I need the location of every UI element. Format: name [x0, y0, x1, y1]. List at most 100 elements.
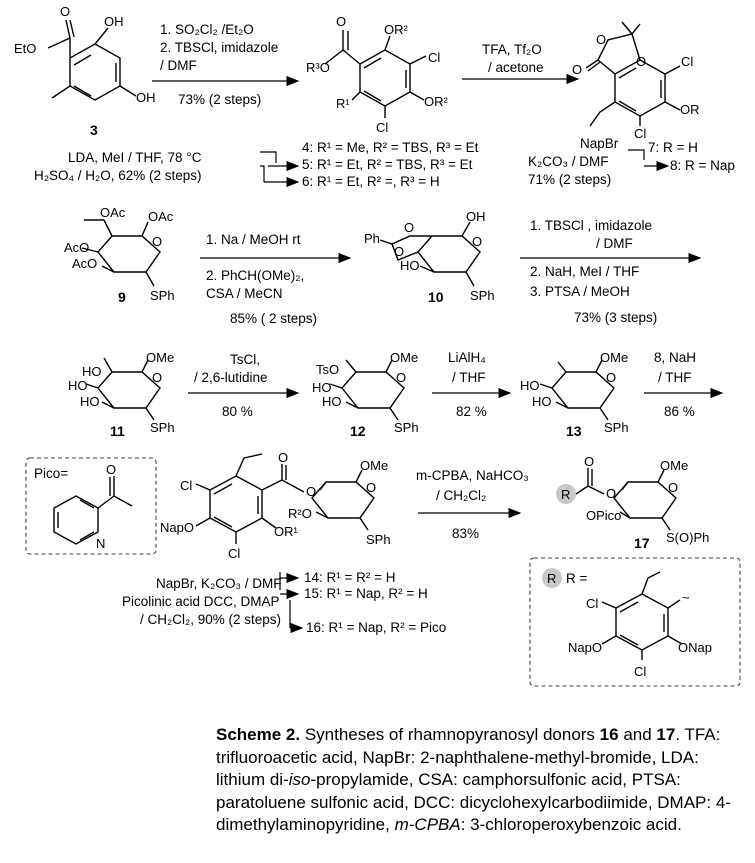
r-definition-box — [529, 557, 741, 687]
atom-oh: OH — [136, 90, 156, 105]
caption-text: . TFA: trifluoroacetic acid, NapBr: 2-na… — [216, 725, 721, 790]
atom-o: O — [606, 486, 616, 501]
caption-title: Scheme 2. — [216, 725, 301, 744]
r-group-badge — [556, 484, 576, 504]
compound-15-definition: 15: R¹ = Nap, R² = H — [304, 586, 428, 601]
atom-r: R — [561, 487, 570, 502]
atom-o: O — [584, 454, 594, 469]
atom-ome: OMe — [390, 350, 418, 365]
step-9-10-reagent: 2. PhCH(OMe)₂, — [206, 268, 304, 283]
atom-r2o: R²O — [288, 506, 312, 521]
atom-o: O — [60, 4, 70, 19]
atom-o: O — [336, 14, 346, 29]
step-9-10-reagent: 1. Na / MeOH rt — [206, 232, 301, 247]
compound-number: 9 — [118, 289, 126, 305]
atom-cl: Cl — [586, 596, 598, 611]
step-13-14-reagent: / THF — [658, 370, 692, 385]
atom-o: O — [404, 220, 414, 235]
compound-number: 17 — [634, 535, 650, 551]
step-10-11-yield: 73% (3 steps) — [574, 310, 657, 325]
atom-r: R — [547, 571, 556, 586]
atom-o: O — [572, 62, 582, 77]
atom-o: O — [606, 370, 616, 385]
atom-o: O — [596, 32, 606, 47]
atom-ho: HO — [520, 378, 540, 393]
atom-o: O — [472, 234, 482, 249]
step-10-11-reagent: 1. TBSCl , imidazole — [530, 218, 652, 233]
atom-eto: EtO — [14, 41, 36, 56]
compound-6-definition: 6: R¹ = Et, R² =, R³ = H — [302, 174, 440, 189]
compound-9-structure — [81, 219, 161, 287]
atom-ho: HO — [532, 394, 552, 409]
step-9-10-yield: 85% ( 2 steps) — [230, 311, 317, 326]
compound-16-definition: 16: R¹ = Nap, R² = Pico — [306, 620, 446, 635]
atom-ho: HO — [322, 394, 342, 409]
compound-5-definition: 5: R¹ = Et, R² = TBS, R³ = Et — [302, 157, 473, 172]
atom-onap: ONap — [678, 640, 712, 655]
step3-yield: 71% (2 steps) — [528, 172, 611, 187]
compound-10-structure — [379, 221, 481, 287]
step-14-16-condition: Picolinic acid DCC, DMAP — [122, 594, 280, 609]
compound-number: 3 — [90, 122, 98, 138]
atom-cl: Cl — [634, 664, 646, 679]
atom-oac: OAc — [148, 209, 174, 224]
atom-or: OR — [680, 102, 700, 117]
compound-number: 13 — [566, 423, 582, 439]
atom-o: O — [396, 370, 406, 385]
atom-ho: HO — [68, 378, 88, 393]
compound-number: 11 — [110, 423, 125, 439]
atom-oh: OH — [466, 209, 486, 224]
step-12-13-yield: 82 % — [456, 404, 487, 419]
atom-napo: NapO — [160, 520, 194, 535]
step3-reagent: NapBr — [580, 136, 619, 151]
compound-13-structure — [539, 359, 615, 421]
branch-arrow — [260, 151, 300, 188]
compound-number: 10 — [428, 289, 444, 305]
atom-aco: AcO — [64, 240, 89, 255]
atom-aco: AcO — [72, 256, 97, 271]
caption-text: : 3-chloroperoxybenzoic acid. — [460, 815, 682, 835]
atom-ho: HO — [312, 380, 332, 395]
step-11-12-reagent: TsCl, — [230, 352, 260, 367]
atom-sph: SPh — [470, 288, 495, 303]
atom-sph: SPh — [150, 288, 175, 303]
atom-oac: OAc — [100, 205, 126, 220]
atom-or1: OR¹ — [274, 524, 299, 539]
atom-ho: HO — [400, 258, 420, 273]
branch-arrow — [279, 572, 304, 634]
atom-o: O — [278, 450, 288, 465]
atom-ome: OMe — [660, 458, 688, 473]
atom-o: O — [306, 484, 316, 499]
atom-ome: OMe — [360, 458, 388, 473]
compound-4-definition: 4: R¹ = Me, R² = TBS, R³ = Et — [302, 140, 479, 155]
atom-o: O — [366, 480, 376, 495]
step-12-13-reagent: / THF — [452, 370, 486, 385]
atom-napo: NapO — [568, 640, 602, 655]
step-11-12-reagent: / 2,6-lutidine — [194, 370, 268, 385]
atom-r3o: R³O — [306, 60, 330, 75]
atom-oh: OH — [104, 14, 124, 29]
lda-condition: LDA, MeI / THF, 78 °C — [68, 150, 202, 165]
atom-ho: HO — [80, 394, 100, 409]
step-16-17-reagent: / CH₂Cl₂ — [436, 488, 486, 503]
step2-reagent: TFA, Tf₂O — [482, 42, 542, 57]
atom-sph: SPh — [366, 532, 391, 547]
atom-r1: R¹ — [336, 96, 350, 111]
step2-reagent: / acetone — [488, 60, 544, 75]
step-12-13-reagent: LiAlH₄ — [448, 350, 486, 365]
atom-o: O — [394, 244, 404, 259]
atom-sph: SPh — [394, 420, 419, 435]
atom-tso: TsO — [316, 362, 339, 377]
atom-sph: SPh — [150, 420, 175, 435]
compound-14-definition: 14: R¹ = R² = H — [304, 570, 396, 585]
step-11-12-yield: 80 % — [222, 404, 253, 419]
atom-cl: Cl — [376, 120, 388, 135]
step-16-17-yield: 83% — [452, 526, 479, 541]
atom-ome: OMe — [600, 350, 628, 365]
atom-cl: Cl — [228, 546, 240, 561]
atom-o: O — [152, 370, 162, 385]
atom-or2: OR² — [384, 22, 409, 37]
atom-o: O — [636, 54, 646, 69]
compound-14-16-structure — [195, 453, 375, 544]
atom-sph: SPh — [604, 420, 629, 435]
